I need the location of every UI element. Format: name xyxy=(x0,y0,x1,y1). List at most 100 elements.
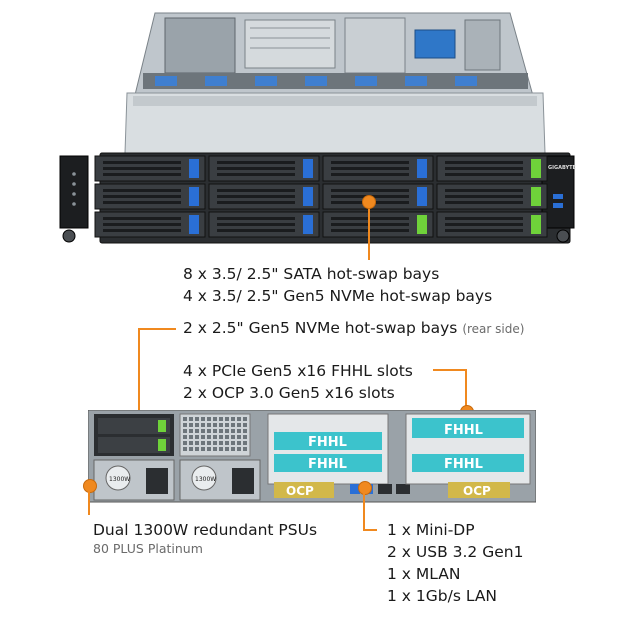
drive-bay-latch xyxy=(303,215,313,234)
vent-hole xyxy=(231,417,235,421)
io-mlan: 1 x MLAN xyxy=(387,565,461,583)
drive-bay-vent xyxy=(331,173,409,176)
bay-callout: 8 x 3.5/ 2.5" SATA hot-swap bays 4 x 3.5… xyxy=(183,263,492,307)
vent-hole xyxy=(183,423,187,427)
expansion-line-v xyxy=(465,369,467,409)
vent-hole xyxy=(195,447,199,451)
io-callout-line-h xyxy=(363,529,377,531)
drive-bay-latch xyxy=(531,187,541,206)
vent-hole xyxy=(183,447,187,451)
vent-hole xyxy=(183,417,187,421)
sata-bays-text: 8 x 3.5/ 2.5" SATA hot-swap bays xyxy=(183,265,440,283)
vent-hole xyxy=(225,429,229,433)
io-minidp: 1 x Mini-DP xyxy=(387,521,475,539)
vent-hole xyxy=(219,423,223,427)
psu-subtitle: 80 PLUS Platinum xyxy=(93,541,203,556)
rear-bays-callout: 2 x 2.5" Gen5 NVMe hot-swap bays (rear s… xyxy=(183,317,524,340)
vent-hole xyxy=(231,435,235,439)
drive-bay-vent xyxy=(103,189,181,192)
drive-bay-latch xyxy=(531,215,541,234)
vent-hole xyxy=(189,447,193,451)
drive-bay-vent xyxy=(445,201,523,204)
expansion-line-h xyxy=(433,369,467,371)
drive-bay-vent xyxy=(217,189,295,192)
server-front-image xyxy=(59,12,575,244)
vent-hole xyxy=(231,423,235,427)
vent-hole xyxy=(237,441,241,445)
drive-bay-vent xyxy=(331,229,409,232)
psu-title: Dual 1300W redundant PSUs xyxy=(93,521,318,539)
drive-bay-vent xyxy=(445,167,523,170)
drive-bay-vent xyxy=(103,201,181,204)
drive-bay-vent xyxy=(331,161,409,164)
io-callout-line-v xyxy=(363,487,365,531)
rear-bays-line-h xyxy=(138,328,176,330)
vent-hole xyxy=(201,417,205,421)
drive-bay-latch xyxy=(189,187,199,206)
rear-bays-note: (rear side) xyxy=(462,322,525,336)
vent-hole xyxy=(225,447,229,451)
io-callout-dot xyxy=(358,481,372,495)
drive-bay-vent xyxy=(217,201,295,204)
drive-bay-vent xyxy=(217,229,295,232)
ocp-slots-text: 2 x OCP 3.0 Gen5 x16 slots xyxy=(183,384,395,402)
drive-bays xyxy=(94,155,548,238)
vent-hole xyxy=(243,429,247,433)
drive-bay-vent xyxy=(445,161,523,164)
vent-hole xyxy=(213,435,217,439)
vent-hole xyxy=(195,441,199,445)
drive-bay-vent xyxy=(445,229,523,232)
vent-hole xyxy=(183,441,187,445)
drive-bay-vent xyxy=(217,167,295,170)
fhhl-slot-4: FHHL xyxy=(444,457,483,472)
rear-bays-text: 2 x 2.5" Gen5 NVMe hot-swap bays xyxy=(183,319,458,337)
drive-bay-latch xyxy=(189,215,199,234)
io-usb: 2 x USB 3.2 Gen1 xyxy=(387,543,524,561)
drive-bay-vent xyxy=(445,173,523,176)
drive-bay-vent xyxy=(331,223,409,226)
vent-hole xyxy=(195,423,199,427)
drive-bay-vent xyxy=(331,217,409,220)
vent-hole xyxy=(219,435,223,439)
vent-hole xyxy=(219,429,223,433)
server-rear-image: 1300W 1300W FHHL FHHL OCP FHHL FHHL OCP xyxy=(88,410,536,503)
vent-hole xyxy=(195,417,199,421)
drive-bay-vent xyxy=(103,229,181,232)
psu-callout-dot xyxy=(83,479,97,493)
drive-bay-vent xyxy=(331,189,409,192)
drive-bay-vent xyxy=(103,223,181,226)
drive-bay-vent xyxy=(331,167,409,170)
drive-bay-vent xyxy=(103,167,181,170)
vent-hole xyxy=(201,447,205,451)
front-callout-dot xyxy=(362,195,376,209)
vent-hole xyxy=(231,447,235,451)
vent-hole xyxy=(183,429,187,433)
fhhl-slot-2: FHHL xyxy=(308,457,347,472)
vent-hole xyxy=(237,417,241,421)
io-callout: 1 x Mini-DP 2 x USB 3.2 Gen1 1 x MLAN 1 … xyxy=(387,519,523,607)
vent-hole xyxy=(213,429,217,433)
vent-hole xyxy=(213,423,217,427)
drive-bay-latch xyxy=(303,159,313,178)
vent-hole xyxy=(225,417,229,421)
drive-bay-vent xyxy=(103,173,181,176)
drive-bay-latch xyxy=(417,215,427,234)
drive-bay-latch xyxy=(303,187,313,206)
vent-hole xyxy=(201,441,205,445)
vent-hole xyxy=(237,429,241,433)
fhhl-slot-1: FHHL xyxy=(308,435,347,450)
vent-hole xyxy=(189,441,193,445)
ocp-slot-1: OCP xyxy=(286,484,314,498)
expansion-callout: 4 x PCIe Gen5 x16 FHHL slots 2 x OCP 3.0… xyxy=(183,360,413,404)
drive-bay-vent xyxy=(103,195,181,198)
vent-hole xyxy=(207,435,211,439)
vent-hole xyxy=(195,435,199,439)
vent-hole xyxy=(213,441,217,445)
vent-hole xyxy=(225,423,229,427)
vent-hole xyxy=(183,435,187,439)
drive-bay-latch xyxy=(189,159,199,178)
vent-hole xyxy=(225,435,229,439)
vent-hole xyxy=(219,417,223,421)
vent-hole xyxy=(219,447,223,451)
ocp-slot-2: OCP xyxy=(463,484,491,498)
